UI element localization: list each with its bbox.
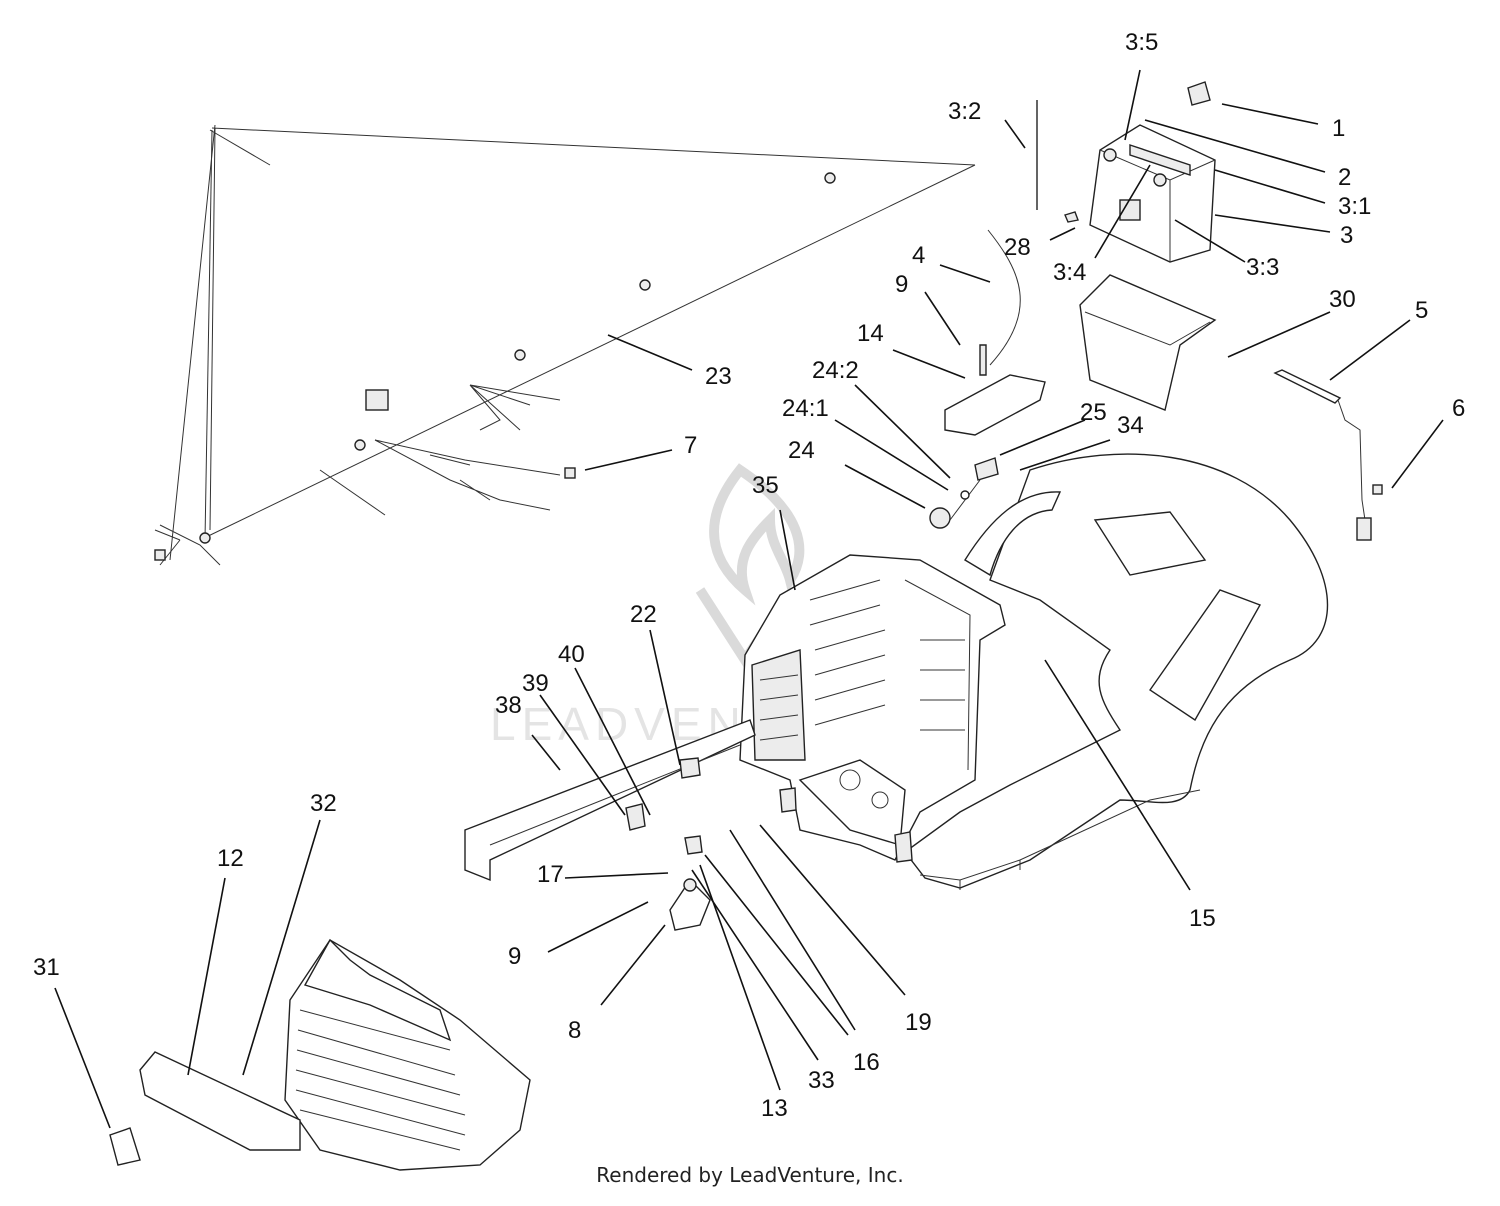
callout-3-4: 3:4 [1053,259,1086,286]
battery-cable [987,229,1021,366]
callout-7: 7 [684,432,697,459]
callout-2: 2 [1338,164,1351,191]
bumper [139,1051,301,1151]
callout-8: 8 [568,1017,581,1044]
fuse-clip [1187,81,1211,106]
callout-14: 14 [857,320,884,347]
dash-console [739,554,1006,863]
callout-19: 19 [905,1009,932,1036]
callout-1: 1 [1332,115,1345,142]
callout-labels: 1 2 3 3:1 3:2 3:3 3:4 3:5 4 5 6 7 8 9 9 … [33,29,1465,1122]
callout-5: 5 [1415,297,1428,324]
callout-16: 16 [853,1049,880,1076]
battery [1089,124,1216,263]
callout-3-5: 3:5 [1125,29,1158,56]
callout-31: 31 [33,954,60,981]
leader-lines [54,69,1444,1129]
ignition-switch [929,479,981,529]
callout-39: 39 [522,670,549,697]
callout-24-1: 24:1 [782,395,829,422]
callout-38: 38 [495,692,522,719]
callout-23: 23 [705,363,732,390]
emblem [109,1127,141,1166]
callout-28: 28 [1004,234,1031,261]
callout-9a: 9 [895,271,908,298]
callout-35: 35 [752,472,779,499]
callout-6: 6 [1452,395,1465,422]
callout-9b: 9 [508,943,521,970]
grille [284,938,531,1171]
seat-switch [625,803,646,831]
battery-tray [1079,274,1217,411]
footer-credit: Rendered by LeadVenture, Inc. [596,1163,904,1187]
callout-40: 40 [558,641,585,668]
callout-3-1: 3:1 [1338,193,1371,220]
bolt [979,344,987,376]
callout-22: 22 [630,601,657,628]
callout-33: 33 [808,1067,835,1094]
callout-3-2: 3:2 [948,98,981,125]
callout-17: 17 [537,861,564,888]
callout-25: 25 [1080,399,1107,426]
callout-3-3: 3:3 [1246,254,1279,281]
callout-24-2: 24:2 [812,357,859,384]
hold-down-strap [1273,369,1383,541]
callout-32: 32 [310,790,337,817]
callout-13: 13 [761,1095,788,1122]
callout-34: 34 [1117,412,1144,439]
callout-12: 12 [217,845,244,872]
callout-24: 24 [788,437,815,464]
toggle-switch [974,457,999,481]
solenoid [669,835,711,931]
fender-pan [904,453,1329,890]
bracket-plate [944,374,1046,436]
wire-harness [154,124,976,566]
callout-15: 15 [1189,905,1216,932]
terminal-bolt [1064,211,1079,223]
callout-4: 4 [912,242,925,269]
callout-3: 3 [1340,222,1353,249]
relay [679,757,701,779]
callout-30: 30 [1329,286,1356,313]
